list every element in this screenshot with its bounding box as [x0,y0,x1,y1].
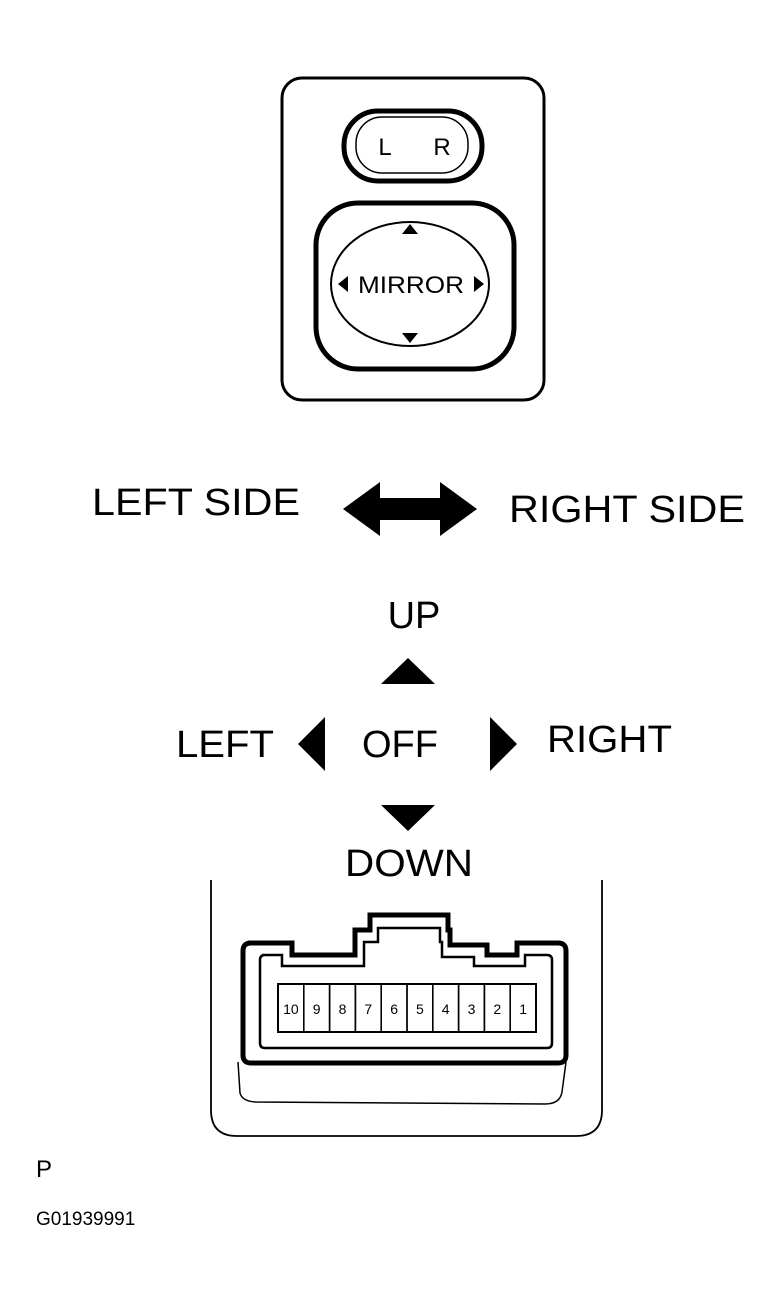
selector-left-label: L [378,134,391,161]
selector-right-label: R [433,134,450,161]
pad-up-arrow [402,224,418,234]
direction-legend: UP LEFT OFF RIGHT DOWN [176,595,672,885]
connector: 10 9 8 7 6 5 4 3 2 1 [210,880,603,1137]
pin-number: 3 [468,1001,476,1017]
figure-id: G01939991 [36,1209,135,1230]
right-label: RIGHT [547,719,672,761]
pin-number: 7 [364,1001,372,1017]
left-arrow-icon [298,717,325,771]
pin-number: 5 [416,1001,424,1017]
pin-cells: 10 9 8 7 6 5 4 3 2 1 [277,983,537,1033]
pad-right-arrow [474,276,484,292]
side-selector-knob: L R [341,108,485,184]
left-side-label: LEFT SIDE [92,482,300,524]
right-arrow-icon [490,717,517,771]
direction-pad: MIRROR [313,200,517,372]
up-label: UP [388,595,441,637]
pin-number: 6 [390,1001,398,1017]
double-arrow-icon [343,482,477,536]
off-label: OFF [362,724,438,766]
down-arrow-icon [381,805,435,831]
pad-left-arrow [338,276,348,292]
right-side-label: RIGHT SIDE [509,489,745,531]
pin-number: 1 [519,1001,527,1017]
up-arrow-icon [381,658,435,684]
pin-number: 2 [493,1001,501,1017]
switch-panel: L R MIRROR [280,76,546,402]
pad-label: MIRROR [358,272,464,299]
pin-number: 4 [442,1001,450,1017]
pin-number: 9 [313,1001,321,1017]
pin-number: 10 [283,1001,299,1017]
pin-number: 8 [339,1001,347,1017]
pad-down-arrow [402,333,418,343]
selector-legend: LEFT SIDE RIGHT SIDE [92,482,745,536]
view-letter: P [36,1156,52,1183]
down-label: DOWN [345,843,473,885]
switch-bezel [280,76,546,402]
left-label: LEFT [176,724,274,766]
pin-cell [509,983,537,1033]
